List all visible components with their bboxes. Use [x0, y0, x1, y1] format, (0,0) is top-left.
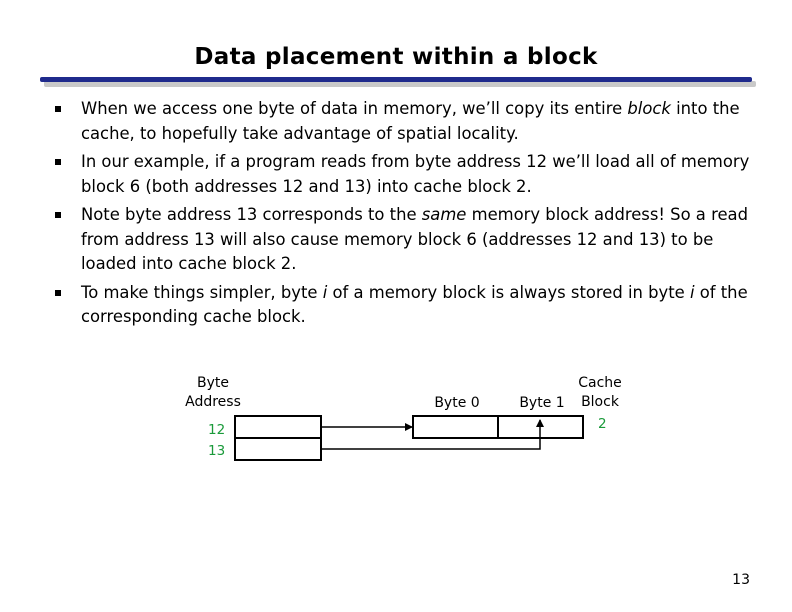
bullet-italic-text: i	[322, 282, 328, 302]
cache-block-index-label: 2	[598, 416, 607, 432]
cache-block-label: Cache Block	[568, 374, 632, 412]
cache-block-label-line2: Block	[581, 394, 619, 410]
bullet-item: When we access one byte of data in memor…	[52, 97, 752, 146]
cache-block-label-line1: Cache	[578, 375, 622, 391]
byte-address-label-line2: Address	[185, 394, 241, 410]
bullet-text: of the corresponding cache block.	[81, 282, 748, 327]
byte1-label: Byte 1	[519, 395, 565, 411]
bullet-item: To make things simpler, byte i of a memo…	[52, 281, 752, 330]
bullet-text: memory block address! So a read from add…	[81, 205, 748, 273]
memory-cell-12	[234, 415, 322, 439]
bullet-list: When we access one byte of data in memor…	[52, 97, 752, 334]
title-rule-shadow	[44, 81, 756, 87]
byte0-label: Byte 0	[434, 395, 480, 411]
bullet-italic-text: block	[627, 99, 671, 118]
bullet-text: Note byte address 13 corresponds to the	[81, 205, 422, 224]
bullet-square-icon	[55, 289, 61, 296]
memory-cell-13	[234, 437, 322, 461]
bullet-text: In our example, if a program reads from …	[81, 152, 750, 196]
bullet-square-icon	[55, 212, 61, 218]
page-number: 13	[732, 572, 750, 588]
bullet-text: When we access one byte of data in memor…	[81, 99, 628, 118]
bullet-italic-text: same	[421, 205, 467, 224]
bullet-text: of a memory block is always stored in by…	[327, 282, 690, 302]
bullet-text: To make things simpler, byte	[81, 282, 323, 302]
bullet-square-icon	[55, 159, 61, 165]
title-rule	[40, 77, 752, 82]
slide-title: Data placement within a block	[194, 44, 598, 70]
address-13-label: 13	[208, 443, 226, 459]
bullet-square-icon	[55, 106, 61, 112]
cache-block-box	[412, 415, 584, 439]
bullet-item: Note byte address 13 corresponds to the …	[52, 203, 752, 277]
byte-address-label-line1: Byte	[197, 375, 229, 391]
bullet-item: In our example, if a program reads from …	[52, 150, 752, 199]
bullet-text: into the cache, to hopefully take advant…	[81, 99, 740, 143]
arrow-13-to-byte1	[321, 419, 544, 450]
address-12-label: 12	[208, 422, 226, 438]
byte-address-label: Byte Address	[178, 374, 248, 412]
bullet-italic-text: i	[689, 282, 695, 302]
